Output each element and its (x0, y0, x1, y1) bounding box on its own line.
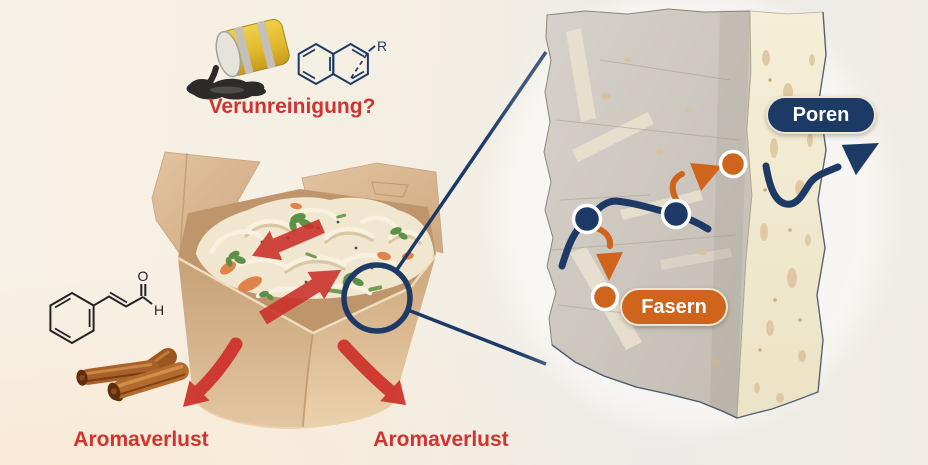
hydrogen-label: H (154, 302, 164, 318)
aroma-loss-arrows (183, 337, 406, 407)
zoom-circle-icon (341, 262, 413, 334)
naphthalene-structure-icon: R (297, 38, 387, 86)
navy-node (571, 203, 603, 235)
pores-badge: Poren (766, 96, 876, 134)
contamination-label: Verunreinigung? (208, 95, 376, 118)
navy-node (660, 198, 692, 230)
substituent-label: R (377, 38, 387, 54)
oil-barrel-icon (186, 18, 290, 100)
fibers-badge: Fasern (620, 288, 728, 326)
zoom-link (341, 51, 548, 366)
cinnamaldehyde-structure-icon: O H (49, 268, 164, 345)
aroma-loss-label-left: Aromaverlust (73, 428, 209, 451)
cinnamon-sticks-icon (76, 348, 189, 402)
pore-escape-arrow (762, 143, 879, 208)
aroma-mixing-arrows (252, 219, 342, 325)
aroma-loss-label-right: Aromaverlust (373, 428, 509, 451)
noodle-takeout-box-illustration (151, 151, 444, 429)
path-nodes (571, 149, 748, 312)
fiber-node (718, 149, 748, 179)
box-body (178, 255, 436, 429)
oxygen-label: O (138, 268, 149, 284)
fiber-node (590, 282, 620, 312)
